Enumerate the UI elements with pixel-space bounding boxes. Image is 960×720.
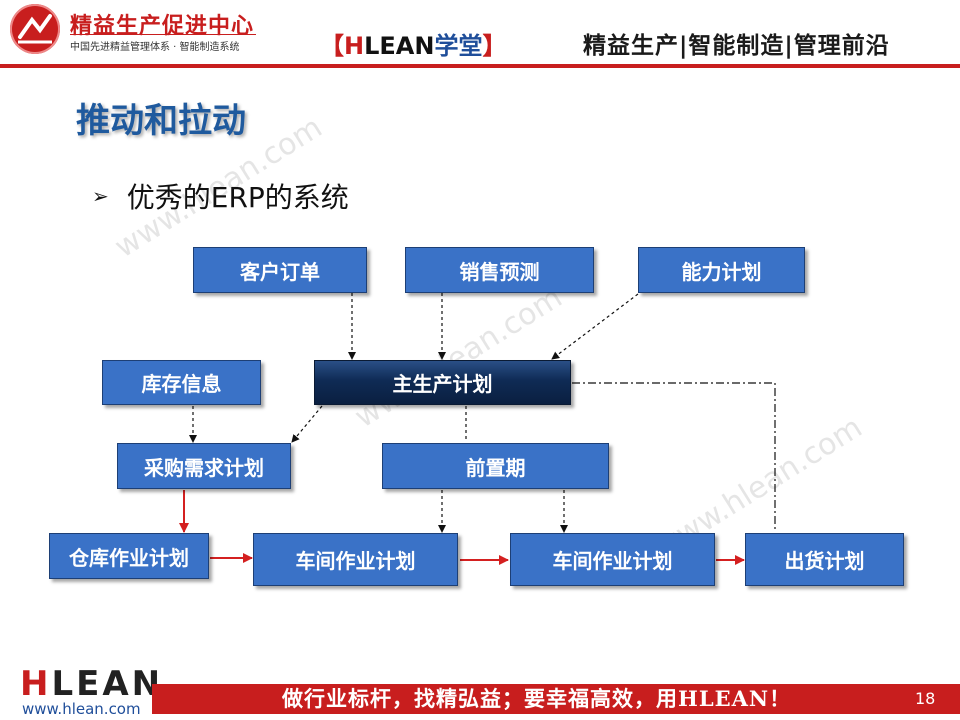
node-lead-time: 前置期 (382, 443, 609, 489)
tag-lean: LEAN (364, 32, 435, 60)
footer-url: www.hlean.com (22, 700, 141, 718)
node-inventory-info: 库存信息 (102, 360, 261, 405)
node-purchase-plan: 采购需求计划 (117, 443, 291, 489)
node-shipping-plan: 出货计划 (745, 533, 904, 586)
bullet-point: ➢ 优秀的ERP的系统 (92, 176, 349, 216)
header-right-text: 精益生产|智能制造|管理前沿 (583, 33, 890, 59)
tag-h: H (344, 32, 365, 60)
node-warehouse-plan: 仓库作业计划 (49, 533, 209, 579)
node-master-production-plan: 主生产计划 (314, 360, 571, 405)
brand-divider (70, 34, 256, 35)
link-capacity-to-mps (551, 293, 639, 360)
footer-slogan: 做行业标杆，找精弘益；要幸福高效，用HLEAN！ (282, 686, 792, 711)
tag-school: 学堂 (434, 32, 483, 60)
page-title: 推动和拉动 (76, 101, 246, 141)
footer-bar (152, 684, 960, 714)
node-workshop-plan-2: 车间作业计划 (510, 533, 715, 586)
footer-logo: HLEAN (20, 664, 163, 704)
tag-bracket-open: 【 (320, 32, 344, 60)
bullet-arrow-icon: ➢ (92, 184, 109, 208)
link-mps-to-purchase (291, 405, 323, 443)
node-customer-order: 客户订单 (193, 247, 367, 293)
hlean-school-tag: 【HLEAN学堂】 (320, 26, 506, 61)
header-divider (0, 64, 960, 68)
footer-logo-h: H (20, 664, 52, 704)
tag-bracket-close: 】 (482, 32, 507, 60)
link-mps-to-shipping (572, 382, 776, 530)
bullet-text: 优秀的ERP的系统 (126, 181, 349, 214)
node-workshop-plan-1: 车间作业计划 (253, 533, 458, 586)
footer-logo-rest: LEAN (51, 664, 164, 704)
logo-icon (10, 4, 60, 54)
node-capacity-plan: 能力计划 (638, 247, 805, 293)
node-sales-forecast: 销售预测 (405, 247, 594, 293)
brand-subtitle: 中国先进精益管理体系 · 智能制造系统 (70, 42, 240, 53)
page-number: 18 (915, 689, 936, 708)
